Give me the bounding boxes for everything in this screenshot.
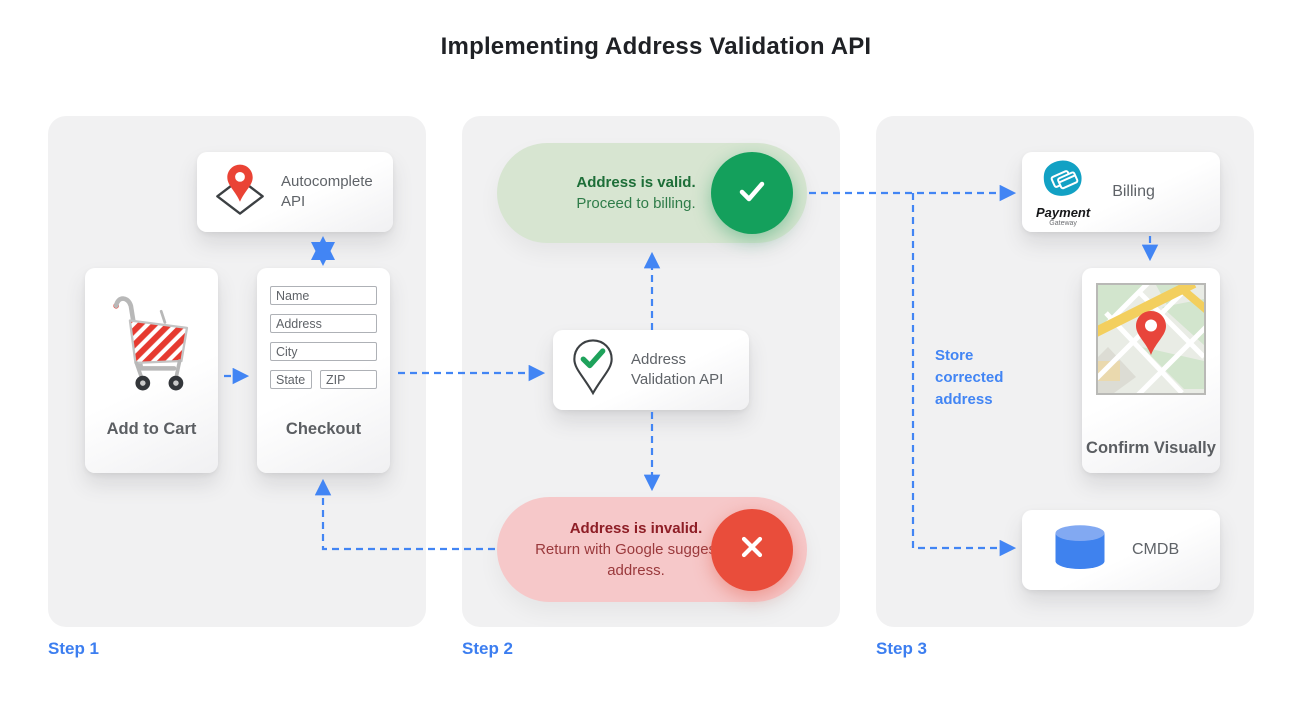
invalid-x-circle bbox=[711, 508, 793, 591]
checkout-form: Name Address City State ZIP bbox=[270, 286, 377, 389]
confirm-visually-card: Confirm Visually bbox=[1082, 268, 1220, 473]
payment-gateway-logo: Payment Gateway bbox=[1036, 158, 1090, 227]
address-valid-text: Address is valid. Proceed to billing. bbox=[531, 143, 741, 243]
add-to-cart-card: Add to Cart bbox=[85, 268, 218, 473]
autocomplete-pin-diamond-icon bbox=[211, 161, 269, 224]
page-title: Implementing Address Validation API bbox=[440, 33, 872, 60]
address-validation-api-label: Address Validation API bbox=[631, 350, 724, 388]
step-2-label: Step 2 bbox=[462, 639, 514, 658]
address-invalid-title: Address is invalid. bbox=[569, 520, 703, 537]
address-invalid-subtitle: Return with Google suggested address. bbox=[535, 541, 737, 579]
step-3-label: Step 3 bbox=[876, 639, 928, 658]
payment-logo-text: Payment bbox=[1036, 204, 1091, 220]
address-valid-title: Address is valid. bbox=[576, 174, 696, 191]
state-field: State bbox=[270, 370, 312, 389]
payment-gateway-icon bbox=[1040, 158, 1086, 204]
cmdb-card: CMDB bbox=[1022, 510, 1220, 590]
address-valid-subtitle: Proceed to billing. bbox=[576, 195, 696, 212]
database-icon bbox=[1052, 523, 1108, 578]
address-invalid-pill: Address is invalid. Return with Google s… bbox=[497, 497, 807, 602]
city-field: City bbox=[270, 342, 377, 361]
valid-check-circle bbox=[711, 152, 793, 234]
checkmark-icon bbox=[732, 171, 772, 216]
address-valid-pill: Address is valid. Proceed to billing. bbox=[497, 143, 807, 243]
name-field: Name bbox=[270, 286, 377, 305]
checkout-card: Name Address City State ZIP Checkout bbox=[257, 268, 390, 473]
gateway-logo-text: Gateway bbox=[1049, 219, 1077, 227]
address-validation-api-card: Address Validation API bbox=[553, 330, 749, 410]
autocomplete-api-card: Autocomplete API bbox=[197, 152, 393, 232]
billing-card: Payment Gateway Billing bbox=[1022, 152, 1220, 232]
step-1-label: Step 1 bbox=[48, 639, 100, 658]
address-field: Address bbox=[270, 314, 377, 333]
autocomplete-api-label: Autocomplete API bbox=[281, 172, 373, 210]
store-corrected-address-label: Store corrected address bbox=[935, 347, 1004, 408]
shopping-cart-icon bbox=[106, 290, 198, 403]
cmdb-label: CMDB bbox=[1132, 541, 1180, 559]
address-invalid-text: Address is invalid. Return with Google s… bbox=[531, 497, 741, 602]
confirm-visually-label: Confirm Visually bbox=[1086, 438, 1216, 457]
zip-field: ZIP bbox=[320, 370, 377, 389]
validation-pin-check-icon bbox=[567, 338, 619, 403]
add-to-cart-label: Add to Cart bbox=[106, 419, 197, 438]
billing-label: Billing bbox=[1112, 183, 1155, 201]
x-icon bbox=[735, 530, 769, 569]
checkout-label: Checkout bbox=[285, 419, 362, 438]
map-image bbox=[1088, 269, 1218, 403]
